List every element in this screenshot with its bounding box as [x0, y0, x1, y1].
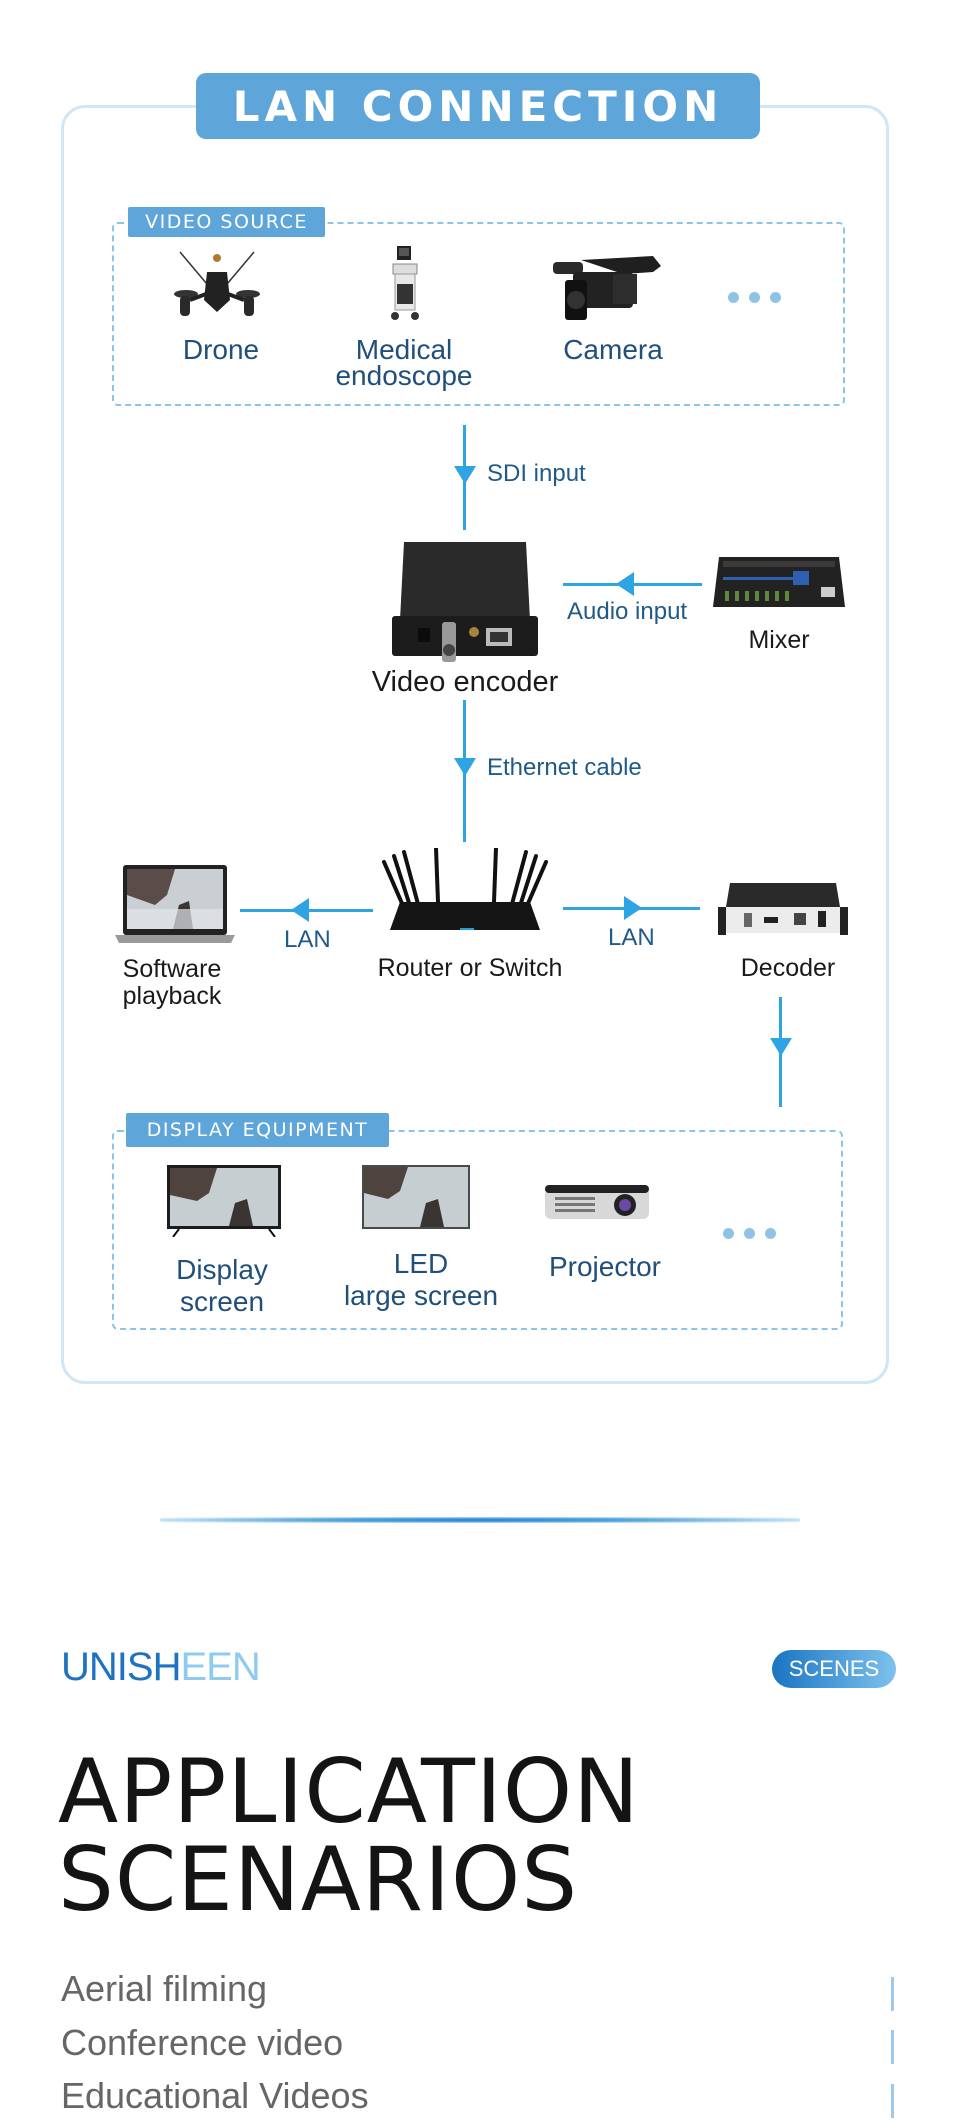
video-source-more-dots-icon [728, 292, 781, 303]
router-icon [382, 848, 548, 930]
display-more-dots-icon [723, 1228, 776, 1239]
mixer-label: Mixer [748, 626, 810, 654]
video-encoder-label: Video encoder [371, 666, 559, 698]
led-large-screen-label: LED large screen [343, 1248, 499, 1311]
video-source-label-drone: Drone [182, 334, 260, 365]
scenarios-heading-line1: APPLICATION [58, 1740, 640, 1843]
lan-right-label: LAN [608, 924, 655, 951]
audio-input-label: Audio input [567, 598, 688, 625]
video-source-label-camera: Camera [563, 334, 663, 365]
ethernet-cable-label: Ethernet cable [487, 754, 642, 781]
projector-label: Projector [548, 1251, 662, 1282]
scenes-badge: SCENES [772, 1650, 896, 1688]
scenario-divider-bar [891, 2084, 894, 2118]
camera-icon [553, 256, 661, 320]
decoder-icon [718, 883, 848, 935]
arrow-left-icon [291, 898, 309, 922]
led-screen-icon [362, 1165, 470, 1229]
scenario-divider-bar [891, 2030, 894, 2064]
mixer-icon [713, 557, 845, 607]
sdi-input-label: SDI input [487, 460, 586, 487]
display-screen-label: Display screen [176, 1254, 268, 1317]
projector-icon [545, 1185, 649, 1219]
arrow-down-icon [770, 1038, 792, 1056]
display-equipment-tag: DISPLAY EQUIPMENT [126, 1113, 389, 1147]
lan-left-label: LAN [284, 926, 331, 953]
scenario-divider-bar [891, 1977, 894, 2011]
section-divider [160, 1517, 800, 1523]
software-playback-label: Software playback [122, 955, 222, 1010]
video-source-tag: VIDEO SOURCE [128, 207, 325, 237]
arrow-down-icon [454, 466, 476, 484]
decoder-label: Decoder [740, 954, 836, 982]
tv-icon [167, 1165, 281, 1237]
arrow-left-icon [616, 572, 634, 596]
display-equipment-box [112, 1130, 843, 1330]
video-source-box [112, 222, 845, 406]
medical-endoscope-icon [391, 246, 419, 320]
scenario-item: Educational Videos [61, 2075, 369, 2116]
video-source-label-medical: Medical endoscope [335, 334, 473, 391]
video-encoder-icon [392, 542, 538, 662]
diagram-title: LAN CONNECTION [196, 73, 760, 139]
scenario-item: Conference video [61, 2022, 344, 2063]
unisheen-logo: UNISHEEN [61, 1645, 261, 1689]
router-label: Router or Switch [377, 954, 563, 982]
arrow-down-icon [454, 758, 476, 776]
scenarios-heading-line2: SCENARIOS [58, 1828, 579, 1931]
scenario-item: Aerial filming [61, 1968, 268, 2009]
drone-icon [174, 251, 260, 316]
arrow-right-icon [624, 896, 642, 920]
laptop-icon [115, 865, 235, 943]
